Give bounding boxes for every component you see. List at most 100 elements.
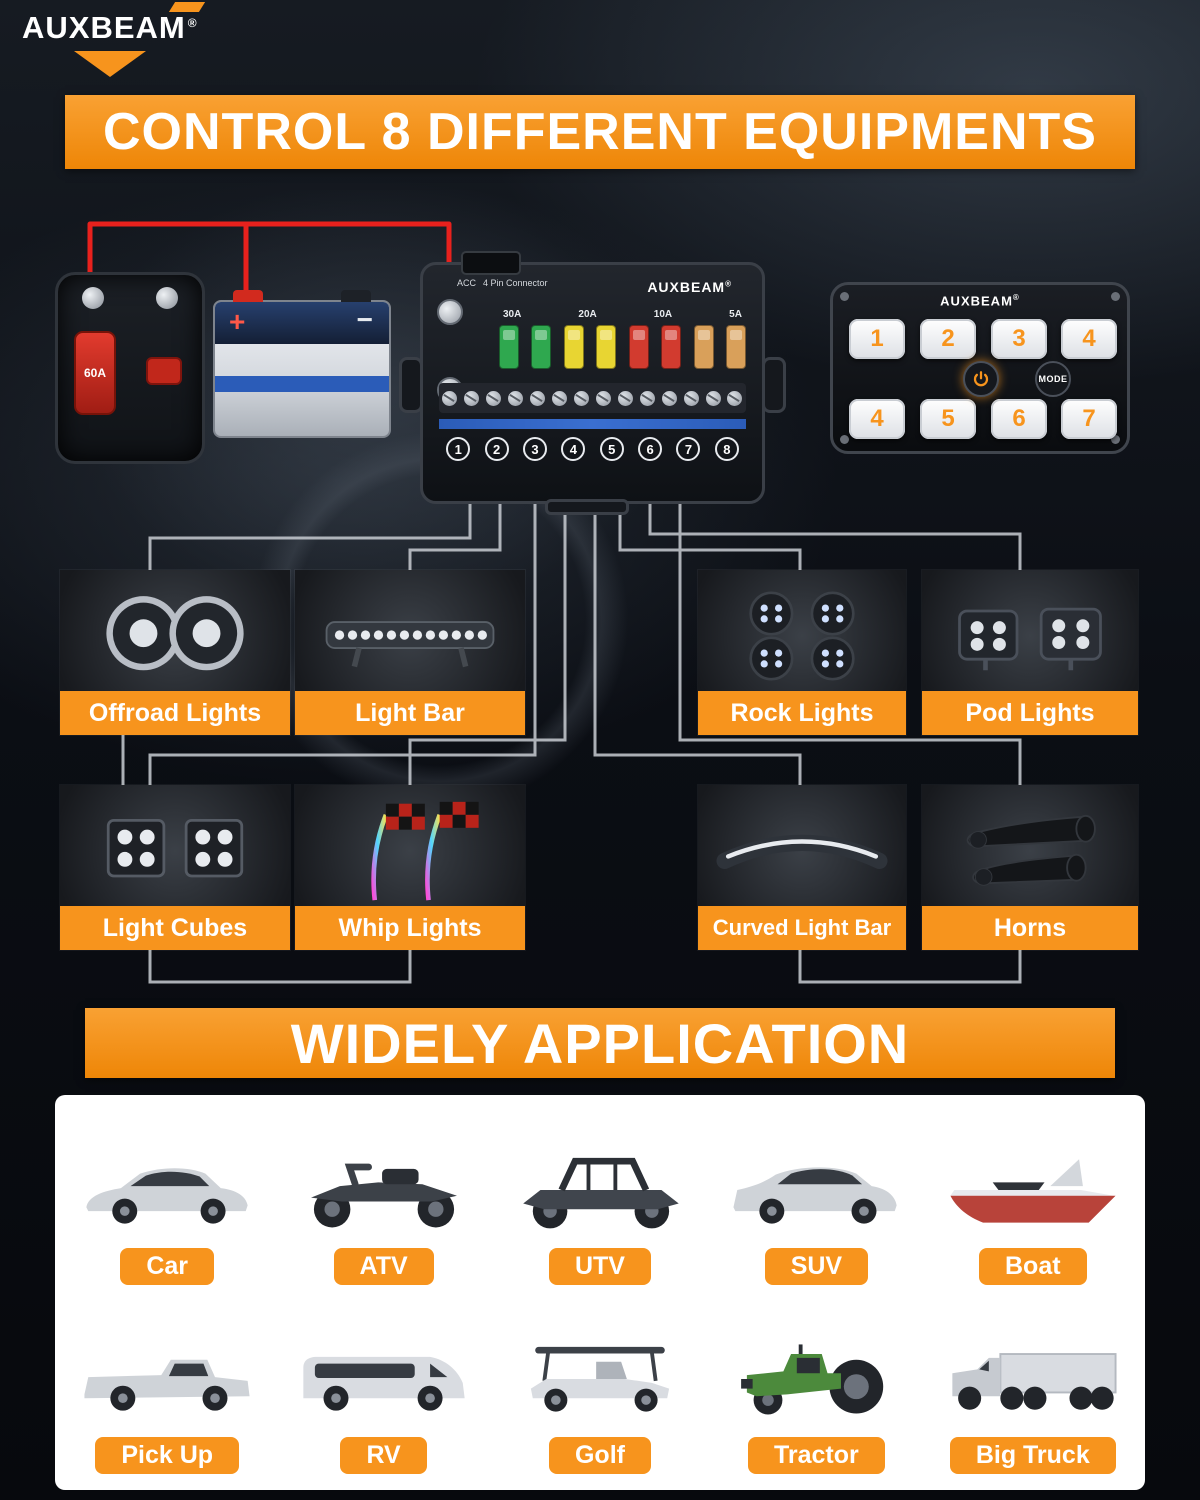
breaker-terminal-stud (156, 287, 178, 309)
circuit-number: 6 (638, 437, 663, 461)
circuit-number: 4 (561, 437, 586, 461)
vehicle-card-boat: Boat (925, 1103, 1141, 1293)
vehicle-label: Boat (979, 1247, 1087, 1285)
equipment-label: Whip Lights (295, 906, 525, 950)
logo-flag-icon (168, 2, 205, 12)
tractor-image (741, 1344, 884, 1415)
panel-screw (1111, 292, 1120, 301)
terminal-screw (442, 390, 458, 406)
equipment-label: Offroad Lights (60, 691, 290, 735)
panel-screw (1111, 435, 1120, 444)
logo-triangle-icon (73, 51, 146, 77)
circuit-number: 1 (446, 437, 471, 461)
fuse-label-20a: 20A (578, 309, 597, 320)
panel-screw (840, 292, 849, 301)
circuit-numbers: 1 2 3 4 5 6 7 8 (439, 437, 746, 461)
equipment-tile-horns: Horns (922, 785, 1138, 950)
control-box: ACC 4 Pin Connector AUXBEAM® 30A 20A 10A… (399, 251, 786, 515)
vehicle-label: UTV (548, 1247, 651, 1285)
fuse-label-30a: 30A (503, 309, 522, 320)
fuse-label-5a: 5A (729, 309, 742, 320)
vehicle-label: RV (340, 1437, 427, 1474)
golf-cart-image (530, 1346, 670, 1412)
fuse-5a (693, 325, 714, 369)
vehicle-card-atv: ATV (275, 1103, 491, 1293)
battery-minus-sign: − (356, 304, 373, 335)
fuse-label-10a: 10A (653, 309, 673, 320)
equipment-label: Rock Lights (698, 691, 906, 735)
vehicle-label: Tractor (748, 1437, 885, 1474)
vehicle-card-pickup: Pick Up (59, 1293, 275, 1483)
panel-screw (840, 435, 849, 444)
suv-image (733, 1166, 898, 1224)
registered-mark: ® (187, 15, 198, 30)
breaker-indicator (146, 357, 182, 385)
terminal-screw (552, 390, 568, 406)
equipment-label: Light Cubes (60, 906, 290, 950)
power-button (963, 361, 999, 397)
fuse-5a (725, 325, 746, 369)
vehicle-label: ATV (333, 1247, 434, 1285)
breaker-terminal-stud (82, 287, 104, 309)
vehicle-card-rv: RV (275, 1293, 491, 1483)
fuse-20a (563, 325, 584, 369)
equipment-tile-whip-lights: Whip Lights (295, 785, 525, 950)
vehicle-card-suv: SUV (708, 1103, 924, 1293)
offroad-lights-icon (106, 596, 244, 671)
acc-connector (461, 251, 521, 275)
circuit-number: 2 (484, 437, 509, 461)
equipment-tile-rock-lights: Rock Lights (698, 570, 906, 735)
big-truck-image (952, 1353, 1117, 1410)
battery-plus-sign: + (229, 306, 246, 337)
acc-labels: ACC 4 Pin Connector (457, 278, 548, 288)
switch-button-3: 3 (991, 319, 1047, 359)
equipment-tile-offroad-lights: Offroad Lights (60, 570, 290, 735)
terminal-screw (705, 390, 721, 406)
vehicle-label: Big Truck (949, 1437, 1116, 1474)
banner-control-text: CONTROL 8 DIFFERENT EQUIPMENTS (103, 103, 1097, 161)
brand-logo: AUXBEAM® (22, 2, 205, 77)
circuit-number: 5 (599, 437, 624, 461)
circuit-number: 7 (676, 437, 701, 461)
pickup-image (84, 1359, 250, 1411)
circuit-number: 3 (522, 437, 547, 461)
pod-lights-icon (958, 607, 1102, 671)
equipment-tile-light-bar: Light Bar (295, 570, 525, 735)
power-bolt (437, 299, 463, 325)
light-cubes-icon (106, 819, 244, 878)
curved-light-bar-icon (716, 834, 888, 869)
fuse-10a (661, 325, 682, 369)
terminal-base (439, 419, 746, 429)
breaker-reset-switch: 60A (74, 331, 116, 415)
brand-logo-text: AUXBEAM® (22, 2, 205, 46)
equipment-label: Curved Light Bar (698, 906, 906, 950)
breaker-amp-label: 60A (83, 366, 106, 380)
fuse-20a (596, 325, 617, 369)
vehicle-label: SUV (764, 1247, 869, 1285)
control-box-mount-right (762, 357, 786, 413)
boat-image (950, 1158, 1116, 1223)
switch-button-4: 4 (1061, 319, 1117, 359)
banner-widely-application: WIDELY APPLICATION (85, 1008, 1115, 1078)
terminal-strip (439, 383, 746, 413)
terminal-screw (683, 390, 699, 406)
fuse-30a (499, 325, 519, 369)
banner-control-equipments: CONTROL 8 DIFFERENT EQUIPMENTS (65, 95, 1135, 169)
switch-button-7: 6 (991, 399, 1047, 439)
application-panel: Car ATV (55, 1095, 1145, 1490)
vehicle-card-utv: UTV (492, 1103, 708, 1293)
car-image (86, 1167, 248, 1224)
switch-button-6: 5 (920, 399, 976, 439)
whip-lights-icon (371, 801, 479, 901)
acc-label: ACC (457, 278, 477, 288)
terminal-screw (573, 390, 589, 406)
equipment-label: Horns (922, 906, 1138, 950)
control-box-mount-left (399, 357, 423, 413)
light-bar-icon (325, 621, 495, 668)
circuit-number: 8 (714, 437, 739, 461)
atv-image (310, 1163, 457, 1227)
vehicle-card-car: Car (59, 1103, 275, 1293)
rock-lights-icon (749, 591, 855, 681)
battery-stripe (215, 376, 389, 392)
